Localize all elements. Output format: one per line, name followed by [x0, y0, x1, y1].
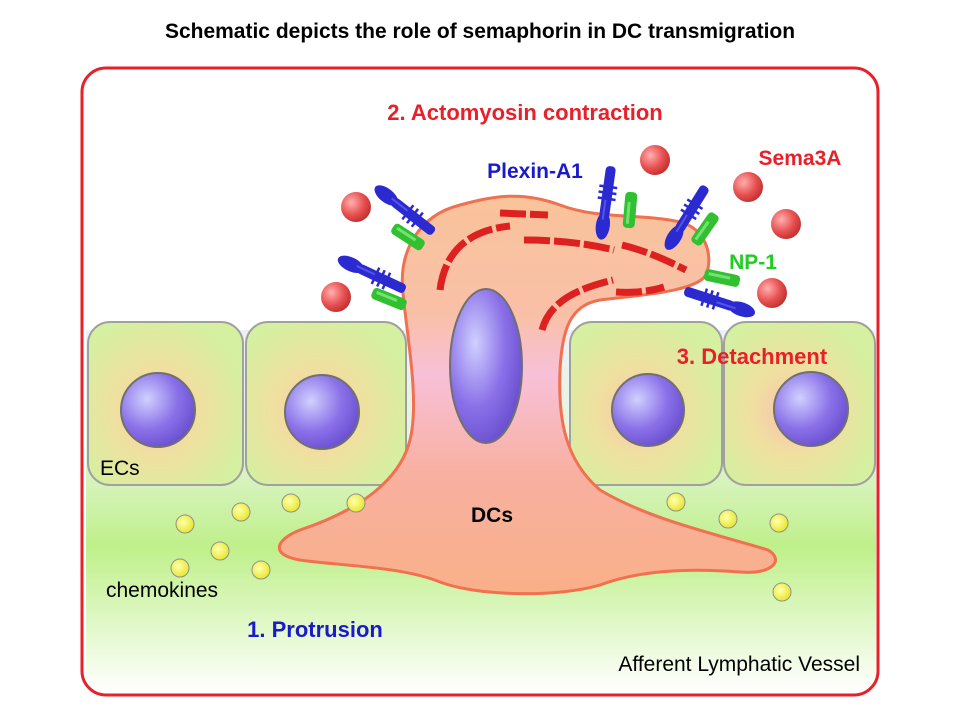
label-chemokines: chemokines [106, 579, 218, 602]
chemokines [170, 492, 792, 602]
label-ecs: ECs [100, 457, 140, 480]
endothelial-cells [87, 321, 876, 486]
label-dcs: DCs [471, 504, 513, 527]
chemokine-dot [175, 514, 195, 534]
actin-filament [523, 236, 615, 254]
label-plexin-a1: Plexin-A1 [487, 160, 583, 183]
chemokine-dot [281, 493, 301, 513]
chemokine-dot [666, 492, 686, 512]
actin-filament [615, 283, 666, 296]
dc-nucleus [449, 288, 523, 444]
diagram-frame [80, 66, 880, 697]
ec-nucleus [611, 373, 685, 447]
actomyosin-filaments [436, 209, 688, 332]
sema3a-ball [771, 209, 801, 239]
ec-nucleus [120, 372, 196, 448]
chemokine-dot [772, 582, 792, 602]
label-sema3a: Sema3A [759, 147, 842, 170]
chemokine-dot [346, 493, 366, 513]
actin-filament [436, 222, 511, 291]
dendritic-cell [277, 194, 777, 596]
sema3a-ball [640, 145, 670, 175]
sema3a-ball [757, 278, 787, 308]
chemokine-dot [251, 560, 271, 580]
chemokine-dot [718, 509, 738, 529]
chemokine-dot [231, 502, 251, 522]
sema3a-ball [321, 282, 351, 312]
label-actomyosin: 2. Actomyosin contraction [387, 100, 662, 125]
chemokine-dot [769, 513, 789, 533]
ec-nucleus [284, 374, 360, 450]
label-detachment: 3. Detachment [677, 344, 828, 369]
sema3a-ball [733, 172, 763, 202]
chemokine-dot [210, 541, 230, 561]
sema3a-ball [341, 192, 371, 222]
actin-filament [499, 209, 549, 219]
label-vessel: Afferent Lymphatic Vessel [618, 653, 860, 676]
plexin-a1-receptor [681, 282, 758, 323]
actin-filament [538, 276, 614, 332]
chemokine-dot [170, 558, 190, 578]
label-np1: NP-1 [729, 251, 777, 274]
diagram-title: Schematic depicts the role of semaphorin… [165, 20, 795, 43]
actin-filament [621, 241, 688, 274]
label-protrusion: 1. Protrusion [247, 617, 383, 642]
ec-nucleus [773, 371, 849, 447]
sema3a-ligands [321, 145, 801, 312]
